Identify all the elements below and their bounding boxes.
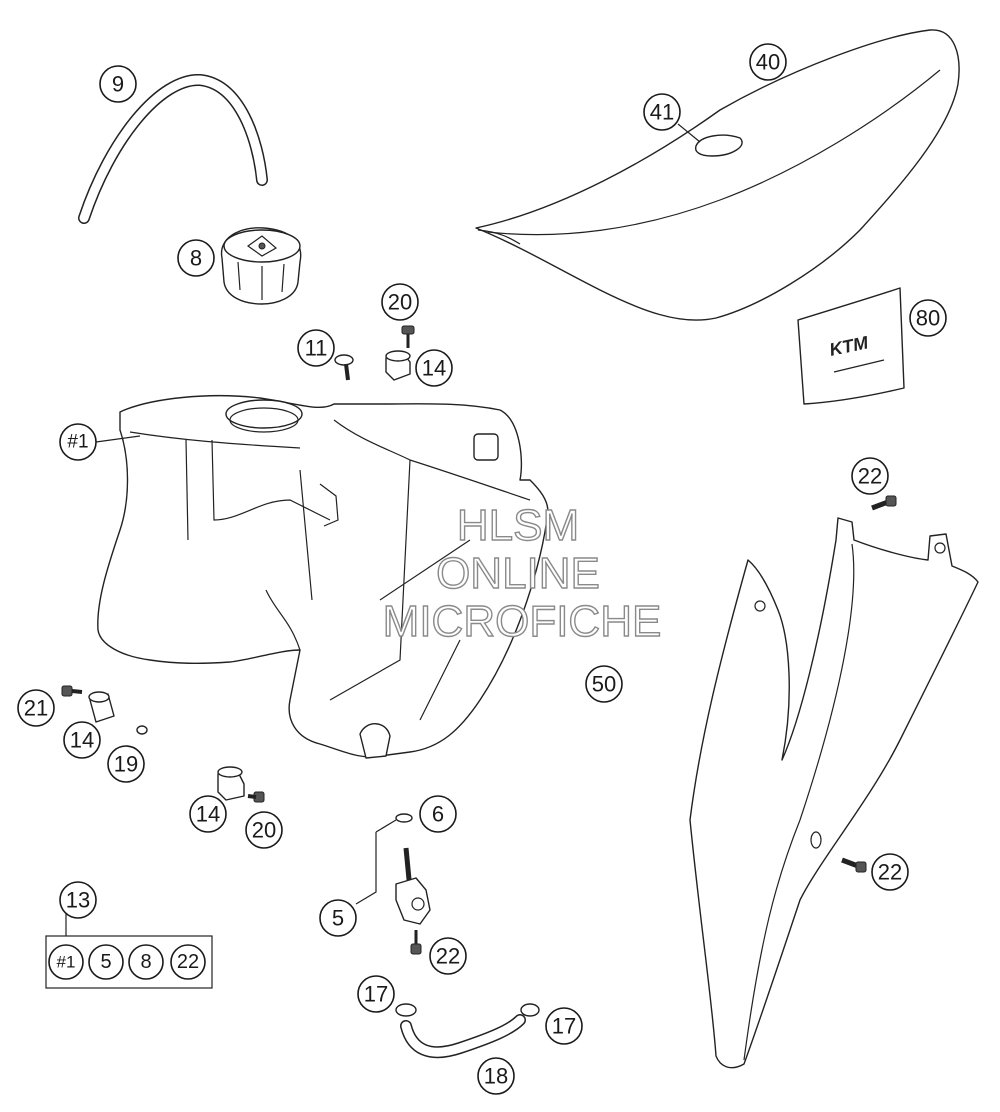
callout-17-right-label: 17 (552, 1014, 576, 1039)
callout-11[interactable]: 11 (297, 329, 335, 367)
spacer-14-top[interactable] (385, 350, 411, 381)
clamp-17-left[interactable] (395, 1003, 417, 1017)
watermark-line-3: MICROFICHE (383, 597, 662, 646)
kit-item-5[interactable]: 5 (88, 944, 124, 980)
watermark-line-1: HLSM (457, 501, 579, 550)
screw-22-tap[interactable] (410, 930, 422, 955)
callout-1-label: #1 (67, 432, 88, 453)
callout-8[interactable]: 8 (177, 239, 215, 277)
callout-41-label: 41 (650, 100, 674, 125)
bolt-22-upper[interactable] (871, 495, 897, 511)
callout-20-top-label: 20 (388, 290, 412, 315)
callout-40[interactable]: 40 (749, 43, 787, 81)
callout-5[interactable]: 5 (319, 899, 357, 937)
callout-14-top[interactable]: 14 (415, 349, 453, 387)
washer-19[interactable] (136, 725, 148, 735)
callout-80[interactable]: 80 (909, 299, 947, 337)
kit-item-8-label: 8 (140, 951, 151, 973)
callout-14-top-label: 14 (422, 356, 446, 381)
kit-item-22[interactable]: 22 (170, 944, 206, 980)
watermark-line-2: ONLINE (436, 549, 600, 598)
callout-22-upper-label: 22 (858, 464, 882, 489)
callout-22-side[interactable]: 22 (871, 853, 909, 891)
bolt-22-side[interactable] (841, 857, 867, 873)
logo-sticker-part[interactable]: KTM (797, 287, 905, 405)
callout-6-label: 6 (432, 802, 444, 827)
gasket-6[interactable] (395, 813, 413, 823)
callout-22-side-label: 22 (878, 860, 902, 885)
fuel-tap-part[interactable] (395, 847, 431, 925)
callout-50[interactable]: 50 (585, 665, 623, 703)
seat-part[interactable] (475, 29, 960, 321)
kit-item-5-label: 5 (100, 951, 111, 973)
seat-patch-part[interactable] (694, 134, 743, 157)
callout-14-left-label: 14 (70, 728, 94, 753)
shroud-part[interactable] (689, 517, 979, 1069)
callout-18-label: 18 (484, 1064, 508, 1089)
watermark: HLSM ONLINE MICROFICHE (382, 500, 662, 646)
callout-22-tap-label: 22 (436, 944, 460, 969)
callout-11-label: 11 (305, 336, 328, 361)
fuel-hose-part[interactable] (400, 1014, 526, 1059)
callout-17-left[interactable]: 17 (357, 975, 395, 1013)
callout-22-upper[interactable]: 22 (851, 457, 889, 495)
callout-22-tap[interactable]: 22 (429, 937, 467, 975)
kit-item-1[interactable]: #1 (48, 944, 84, 980)
callout-8-label: 8 (190, 246, 202, 271)
callout-14-lower[interactable]: 14 (189, 795, 227, 833)
callout-20-top[interactable]: 20 (381, 283, 419, 321)
kit-item-8[interactable]: 8 (128, 944, 164, 980)
callout-17-left-label: 17 (364, 982, 388, 1007)
callout-17-right[interactable]: 17 (545, 1007, 583, 1045)
callout-80-label: 80 (916, 306, 940, 331)
callout-1[interactable]: #1 (59, 423, 97, 461)
bolt-20-top[interactable] (401, 325, 415, 348)
kit-item-1-label: #1 (57, 953, 76, 972)
callout-19-label: 19 (114, 752, 138, 777)
callout-21-label: 21 (24, 696, 48, 721)
clamp-17-right[interactable] (520, 1003, 540, 1017)
callout-13-label: 13 (66, 888, 90, 913)
callout-50-label: 50 (592, 672, 616, 697)
callout-14-left[interactable]: 14 (63, 721, 101, 759)
callout-18[interactable]: 18 (477, 1057, 515, 1095)
kit-item-22-label: 22 (177, 951, 199, 973)
callout-20-lower[interactable]: 20 (245, 811, 283, 849)
callout-13[interactable]: 13 (59, 881, 97, 919)
spacer-14-lower[interactable] (217, 766, 245, 801)
bolt-11[interactable] (334, 354, 354, 381)
callout-5-label: 5 (332, 906, 344, 931)
spacer-14-left[interactable] (88, 691, 115, 723)
callout-9[interactable]: 9 (99, 65, 137, 103)
fuel-cap-part[interactable] (220, 227, 302, 305)
bolt-20-lower[interactable] (247, 791, 265, 803)
callout-21[interactable]: 21 (17, 689, 55, 727)
callout-6[interactable]: 6 (419, 795, 457, 833)
bolt-21[interactable] (61, 685, 83, 697)
callout-41[interactable]: 41 (643, 93, 681, 131)
callout-19[interactable]: 19 (107, 745, 145, 783)
callout-40-label: 40 (756, 50, 780, 75)
fuel-tank-part[interactable] (97, 394, 549, 759)
callout-20-lower-label: 20 (252, 818, 276, 843)
callout-9-label: 9 (112, 72, 124, 97)
callout-14-lower-label: 14 (196, 802, 220, 827)
breather-hose-part[interactable] (78, 74, 268, 224)
